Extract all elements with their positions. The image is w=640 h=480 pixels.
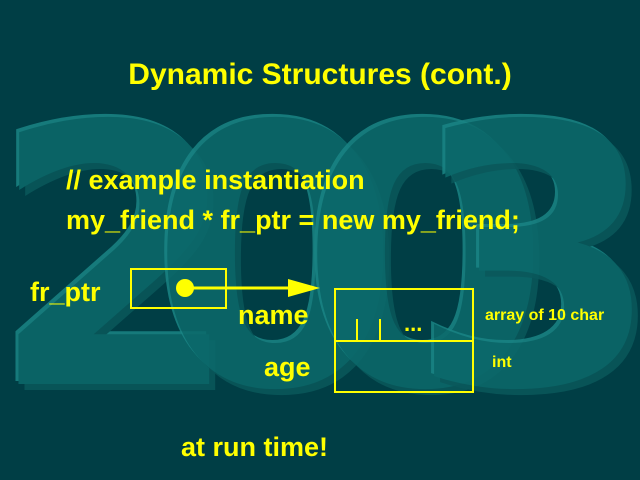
pointer-arrow-head	[288, 279, 320, 297]
field-label-name: name	[238, 300, 309, 330]
field-type-age: int	[492, 354, 512, 371]
array-ellipsis: ...	[404, 311, 423, 336]
code-comment: // example instantiation	[66, 165, 365, 195]
field-type-name: array of 10 char	[485, 307, 605, 324]
slide-footer: at run time!	[181, 432, 329, 462]
code-line: my_friend * fr_ptr = new my_friend;	[66, 205, 520, 235]
slide-title: Dynamic Structures (cont.)	[128, 58, 512, 91]
pointer-label: fr_ptr	[30, 277, 101, 307]
field-label-age: age	[264, 352, 311, 382]
